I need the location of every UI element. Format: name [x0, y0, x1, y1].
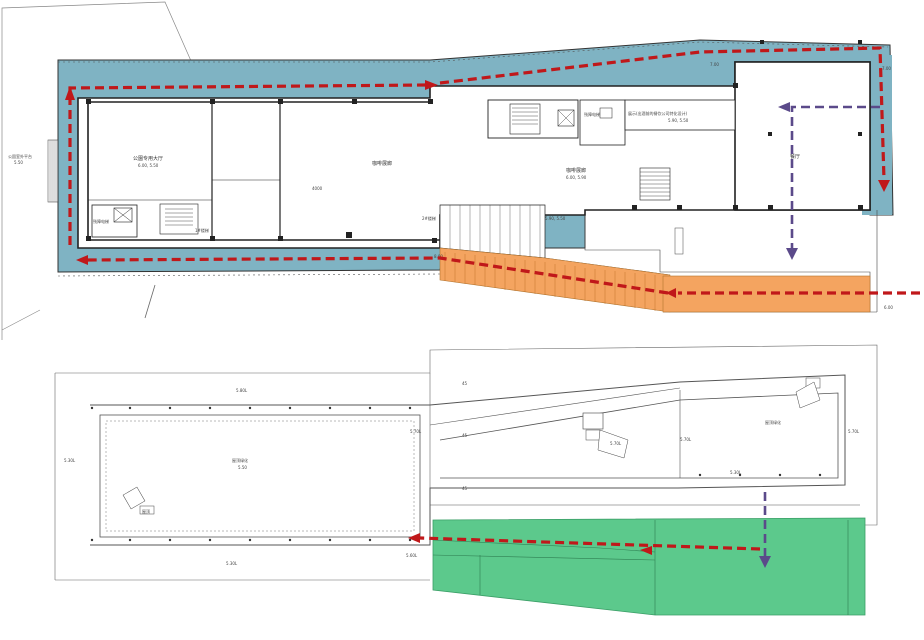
roof-outline — [90, 374, 846, 546]
platform-level: 5.50 — [14, 160, 23, 165]
green-zone-detail — [432, 520, 849, 615]
posts — [90, 406, 822, 542]
entrance-steps — [47, 139, 59, 203]
dimension-mark: 45 — [462, 381, 468, 386]
platform-label: 公園室外平台 — [8, 153, 32, 159]
dimension-mark: 45 — [462, 433, 468, 438]
roof-inner — [99, 414, 421, 538]
dimension-mark: 45 — [462, 486, 468, 491]
wall — [429, 387, 681, 426]
room-label: 展示(出酒前的餐饮公司特化设计) — [628, 110, 688, 116]
roof-label: 屋顶绿化 — [765, 419, 781, 425]
elevator-block-left — [91, 203, 199, 238]
elevator-label: 残障电梯 — [93, 218, 109, 224]
room-label: 咖啡展廊 — [372, 160, 392, 167]
arrowhead — [778, 102, 790, 112]
route-segment — [87, 256, 669, 295]
arrowhead — [640, 546, 652, 555]
edge-trim — [58, 41, 889, 63]
level-tag: 7.00 — [710, 62, 719, 67]
level-mark: 5.70L — [610, 441, 622, 446]
roof-outline — [439, 392, 839, 479]
site-boundary-line — [1, 309, 41, 331]
site-boundary-line — [1, 1, 196, 340]
roof-hatch — [122, 377, 821, 515]
arrowhead — [666, 288, 676, 298]
level-mark: 5.60L — [406, 553, 418, 558]
red-route-arrowheads — [65, 80, 890, 298]
arrowhead — [76, 255, 88, 265]
route-segment — [439, 46, 886, 181]
roof-level: 5.50 — [238, 465, 247, 470]
hall-room — [734, 61, 871, 211]
arrowhead — [408, 533, 420, 543]
hall-label: 餐厅 — [790, 153, 800, 160]
outline — [55, 344, 878, 526]
elevator-label: 残障电梯 — [584, 111, 600, 117]
stair — [639, 167, 671, 201]
arrowhead — [425, 80, 438, 90]
stair-label: 2#楼梯 — [422, 215, 436, 221]
level-mark: 5.80L — [236, 388, 248, 393]
edge-trim — [57, 273, 441, 277]
green-zone — [432, 517, 866, 616]
level-mark: 5.30L — [226, 561, 238, 566]
arrowhead — [878, 180, 890, 192]
ramp-hatching — [444, 252, 656, 311]
level-mark: 5.30L — [730, 470, 742, 475]
upper-plan: 公園室外平台 5.50 公園专用大厅 6.00, 5.50 咖啡展廊 4000 … — [1, 1, 920, 340]
red-route — [419, 536, 761, 551]
level-tag: 7.00 — [882, 66, 891, 71]
lower-plan: 屋顶绿化 5.50 屋顶绿化 屋顶 5.30L 5.80L 5.70L 5.30… — [54, 344, 878, 616]
columns — [86, 40, 863, 243]
corridor-label: 咖啡展廊 — [566, 167, 586, 174]
ramp-level: 5.90, 5.50 — [545, 216, 566, 221]
room-level: 5.90, 5.50 — [668, 118, 689, 123]
level-mark: 5.70L — [410, 429, 422, 434]
level-mark: 5.70L — [848, 429, 860, 434]
room-label: 公園专用大厅 — [133, 155, 163, 162]
small-box-label: 屋顶 — [142, 508, 150, 514]
site-boundary-line — [144, 284, 156, 319]
roof-label: 屋顶绿化 — [232, 457, 248, 463]
arrowhead — [786, 248, 798, 260]
level-mark: 5.30L — [64, 458, 76, 463]
roof-inner-trim — [105, 420, 415, 532]
arrowhead — [65, 86, 75, 100]
purple-route — [790, 105, 880, 250]
level-tag: 6.00 — [884, 305, 893, 310]
core-block — [487, 99, 736, 146]
corridor-level: 6.00, 5.90 — [566, 175, 587, 180]
arrowhead — [759, 556, 771, 568]
stair-label: 1#楼梯 — [195, 227, 209, 233]
room-level: 6.00, 5.50 — [138, 163, 159, 168]
dimension-label: 4000 — [312, 186, 323, 191]
level-mark: 5.70L — [680, 437, 692, 442]
